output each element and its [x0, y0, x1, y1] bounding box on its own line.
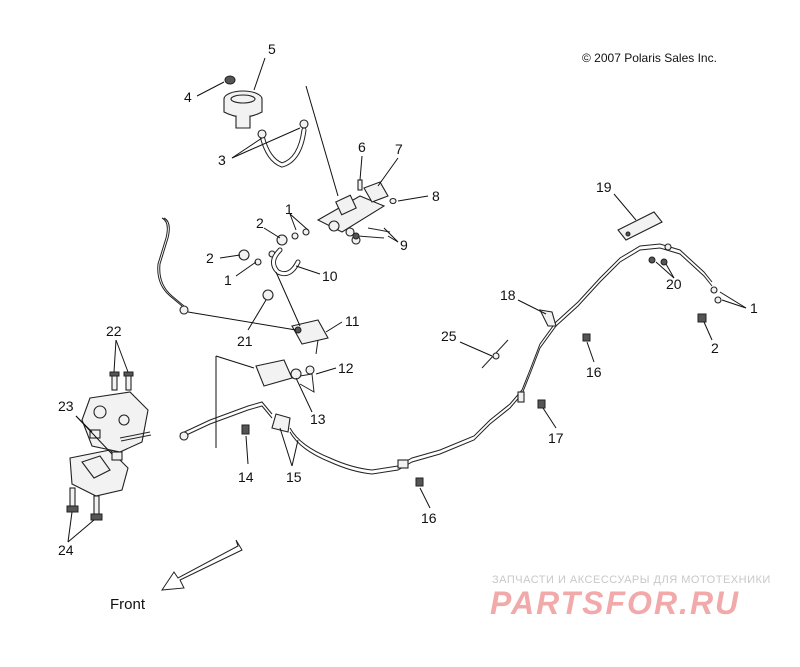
callout-2c: 2: [711, 340, 719, 356]
leader-lines: [67, 57, 747, 543]
watermark-tagline: ЗАПЧАСТИ И АКСЕССУАРЫ ДЛЯ МОТОТЕХНИКИ: [492, 574, 771, 586]
callout-6: 6: [358, 139, 366, 155]
callout-1b: 1: [224, 272, 232, 288]
front-label: Front: [110, 596, 146, 613]
bracket-part: [617, 211, 663, 241]
pin-part: [357, 179, 363, 191]
callout-1a: 1: [285, 201, 293, 217]
callout-15: 15: [286, 469, 302, 485]
callout-13: 13: [310, 411, 326, 427]
callout-2b: 2: [206, 250, 214, 266]
callout-8: 8: [432, 188, 440, 204]
caliper-part: [69, 391, 152, 497]
callout-5: 5: [268, 41, 276, 57]
retainer-part: [481, 339, 509, 369]
callout-24: 24: [58, 542, 74, 558]
callout-11: 11: [345, 313, 360, 329]
callout-21: 21: [237, 333, 253, 349]
nut-part: [241, 424, 250, 435]
mounting-bolts-lower-part: [66, 487, 103, 521]
clamp-part: [262, 289, 274, 301]
rear-brake-hose-part: [179, 401, 291, 441]
callout-2a: 2: [256, 215, 264, 231]
copyright-text: © 2007 Polaris Sales Inc.: [582, 51, 717, 65]
callout-4: 4: [184, 89, 192, 105]
callout-10: 10: [322, 268, 338, 284]
callout-18: 18: [500, 287, 516, 303]
bolt-16a-part: [582, 333, 591, 342]
brake-switch-part: [255, 359, 313, 387]
watermark-brand: PARTSFOR.RU: [490, 585, 740, 621]
callout-9: 9: [400, 237, 408, 253]
bolt-17-part: [537, 399, 546, 409]
callout-16a: 16: [586, 364, 602, 380]
callout-25: 25: [441, 328, 457, 344]
master-cylinder-part: [316, 181, 389, 245]
callout-14: 14: [238, 469, 254, 485]
callout-22: 22: [106, 323, 122, 339]
short-brake-line-part: [271, 247, 301, 277]
left-brake-line-part: [157, 217, 297, 331]
reservoir-part: [223, 90, 263, 129]
rear-banjo-part: [697, 286, 722, 323]
reservoir-hose-part: [257, 119, 309, 168]
callout-19: 19: [596, 179, 612, 195]
main-brake-line-part: [289, 243, 713, 475]
clip-part: [539, 309, 557, 327]
callout-20: 20: [666, 276, 682, 292]
cap-screw-part: [224, 75, 236, 85]
callout-3: 3: [218, 152, 226, 168]
callout-23: 23: [58, 398, 74, 414]
callout-1c: 1: [750, 300, 758, 316]
o-ring-part: [389, 197, 397, 205]
callout-labels: 5 4 3 6 7 8 1 2 2 1 9 10 11 21 12 13 14 …: [58, 41, 758, 558]
fitting-part: [299, 365, 315, 393]
bolt-16b-part: [415, 477, 424, 487]
rear-fittings-part: [648, 243, 672, 266]
callout-17: 17: [548, 430, 564, 446]
caliper-bolts-part: [109, 371, 134, 391]
callout-12: 12: [338, 360, 354, 376]
front-arrow-icon: [161, 539, 243, 591]
mounting-bolts-part: [352, 227, 391, 240]
callout-16b: 16: [421, 510, 437, 526]
proportioning-valve-part: [291, 319, 329, 355]
callout-7: 7: [395, 141, 403, 157]
